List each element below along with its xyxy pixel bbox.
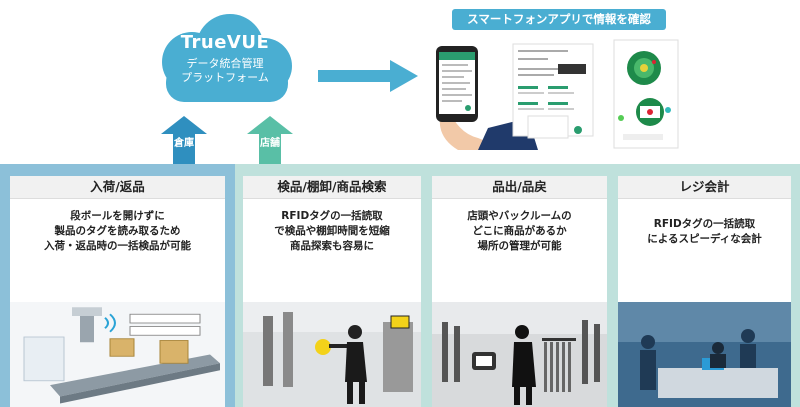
smartphone-app-illustration xyxy=(436,39,679,150)
card-description: RFIDタグの一括読取 によるスピーディな会計 xyxy=(618,199,791,247)
desc-line: によるスピーディな会計 xyxy=(647,233,762,245)
card-description: RFIDタグの一括読取 で検品や棚卸時間を短縮 商品探索も容易に xyxy=(243,199,421,254)
warehouse-label: 倉庫 xyxy=(174,138,194,149)
cloud-subtitle-line2: プラットフォーム xyxy=(181,71,269,84)
card-title: 入荷/返品 xyxy=(10,176,225,199)
card-title: 検品/棚卸/商品検索 xyxy=(243,176,421,199)
desc-line: RFIDタグの一括読取 xyxy=(653,218,756,230)
cloud-text: TrueVUE データ統合管理 プラットフォーム xyxy=(150,32,300,85)
desc-line: 商品探索も容易に xyxy=(290,240,374,252)
warehouse-upload-arrow xyxy=(161,116,207,164)
card-description: 店頭やバックルームの どこに商品があるか 場所の管理が可能 xyxy=(432,199,607,254)
card-checkout: レジ会計 RFIDタグの一括読取 によるスピーディな会計 xyxy=(618,176,791,407)
checkout-illustration xyxy=(618,302,791,407)
desc-line: どこに商品があるか xyxy=(472,225,567,237)
card-stocking: 品出/品戻 店頭やバックルームの どこに商品があるか 場所の管理が可能 xyxy=(432,176,607,407)
card-description: 段ボールを開けずに 製品のタグを読み取るため 入荷・返品時の一括検品が可能 xyxy=(10,199,225,254)
card-inspection-inventory: 検品/棚卸/商品検索 RFIDタグの一括読取 で検品や棚卸時間を短縮 商品探索も… xyxy=(243,176,421,407)
store-upload-arrow xyxy=(247,116,293,164)
desc-line: 店頭やバックルームの xyxy=(467,210,572,222)
desc-line: 製品のタグを読み取るため xyxy=(54,225,181,237)
store-scanning-illustration xyxy=(243,302,421,407)
desc-line: 入荷・返品時の一括検品が可能 xyxy=(44,240,191,252)
conveyor-illustration xyxy=(10,302,225,407)
cloud-title: TrueVUE xyxy=(180,32,270,53)
card-title: 品出/品戻 xyxy=(432,176,607,199)
desc-line: RFIDタグの一括読取 xyxy=(281,210,383,222)
store-label: 店舗 xyxy=(260,138,280,149)
desc-line: 段ボールを開けずに xyxy=(70,210,165,222)
cloud-subtitle-line1: データ統合管理 xyxy=(186,57,264,70)
card-receiving-returns: 入荷/返品 段ボールを開けずに 製品のタグを読み取るため 入荷・返品時の一括検品… xyxy=(10,176,225,407)
right-arrow-icon xyxy=(318,60,418,92)
desc-line: 場所の管理が可能 xyxy=(477,240,562,252)
cloud-shape xyxy=(162,14,292,102)
backroom-illustration xyxy=(432,302,607,407)
card-title: レジ会計 xyxy=(618,176,791,199)
desc-line: で検品や棚卸時間を短縮 xyxy=(274,225,390,237)
app-banner: スマートフォンアプリで情報を確認 xyxy=(452,9,666,30)
